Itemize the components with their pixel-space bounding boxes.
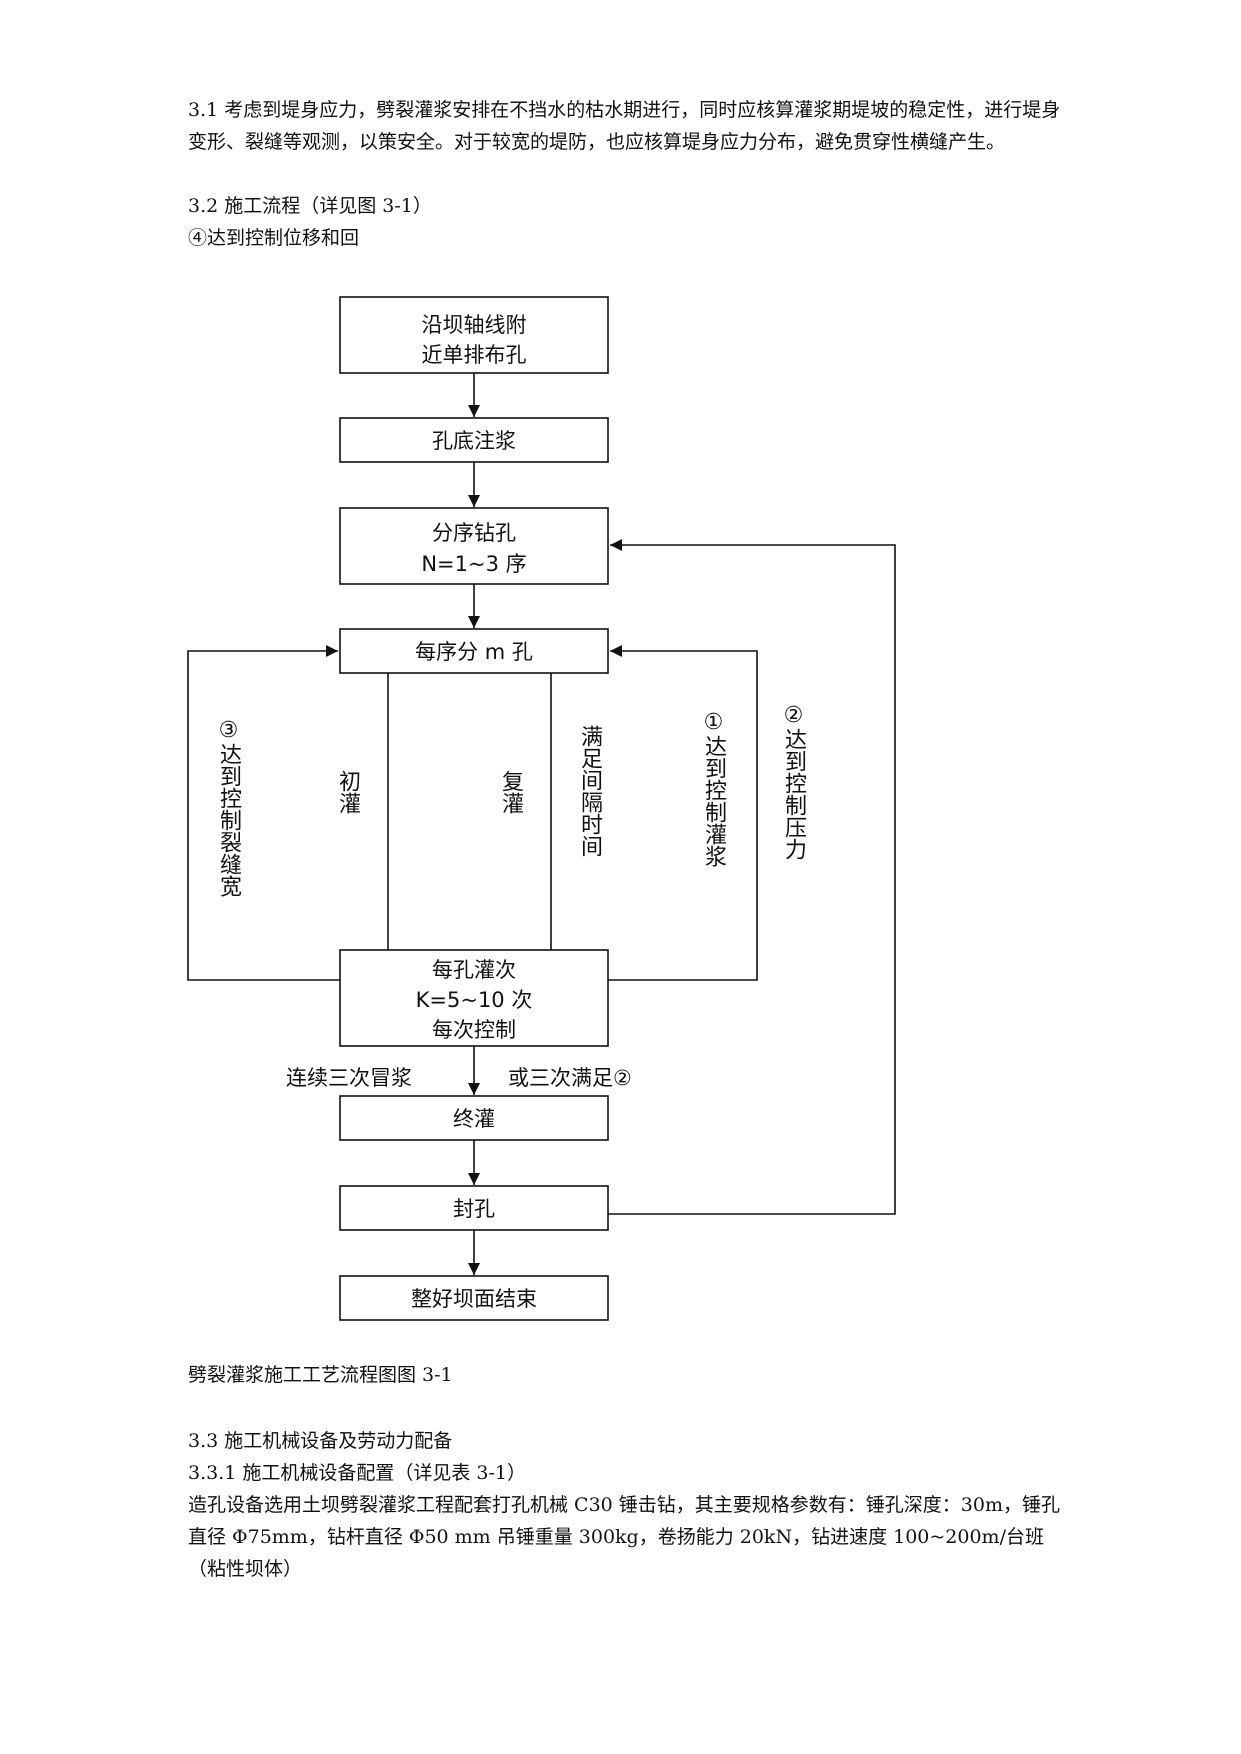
box4-text: 每序分 m 孔 [415,640,533,664]
heading-3-3-1: 3.3.1 施工机械设备配置（详见表 3-1） [188,1462,527,1484]
paragraph-3-1: 3.1 考虑到堤身应力，劈裂灌浆安排在不挡水的枯水期进行，同时应核算灌浆期堤坡的… [188,99,1061,153]
label-re-grouting: 复灌 [498,770,523,814]
box7-text: 封孔 [453,1197,495,1221]
paragraph-3-3-1: 造孔设备选用土坝劈裂灌浆工程配套打孔机械 C30 锤击钻，其主要规格参数有：锤孔… [188,1494,1060,1580]
box5-line2: K=5~10 次 [416,988,533,1012]
box2-text: 孔底注浆 [432,429,516,453]
heading-3-3: 3.3 施工机械设备及劳动力配备 [188,1430,453,1452]
box1-line2: 近单排布孔 [422,343,527,367]
box3-line2: N=1~3 序 [421,552,526,576]
box8-text: 整好坝面结束 [411,1287,537,1311]
box-finish [339,1275,609,1321]
label-initial-grouting: 初灌 [335,770,360,814]
box5-line3: 每次控制 [432,1018,516,1042]
box-holes-per-sequence [339,628,609,674]
label-three-satisfy: 或三次满足② [508,1066,632,1090]
loop-right-outer [608,539,896,1215]
label-control-crack-width: ③达到控制裂缝宽 [216,718,241,897]
box3-line1: 分序钻孔 [432,521,516,545]
label-control-grouting: ①达到控制灌浆 [701,710,726,867]
loop-left [187,645,340,981]
box6-text: 终灌 [453,1107,495,1131]
box5-line1: 每孔灌次 [432,958,516,982]
label-control-pressure: ②达到控制压力 [781,703,806,860]
note-4: ④达到控制位移和回 [188,227,360,249]
figure-caption: 劈裂灌浆施工工艺流程图图 3-1 [188,1364,453,1386]
box1-line1: 沿坝轴线附 [422,313,527,337]
label-three-overflows: 连续三次冒浆 [286,1066,412,1090]
label-interval-time: 满足间隔时间 [577,725,602,857]
loop-right-inner [608,645,758,981]
heading-3-2: 3.2 施工流程（详见图 3-1） [188,195,432,217]
